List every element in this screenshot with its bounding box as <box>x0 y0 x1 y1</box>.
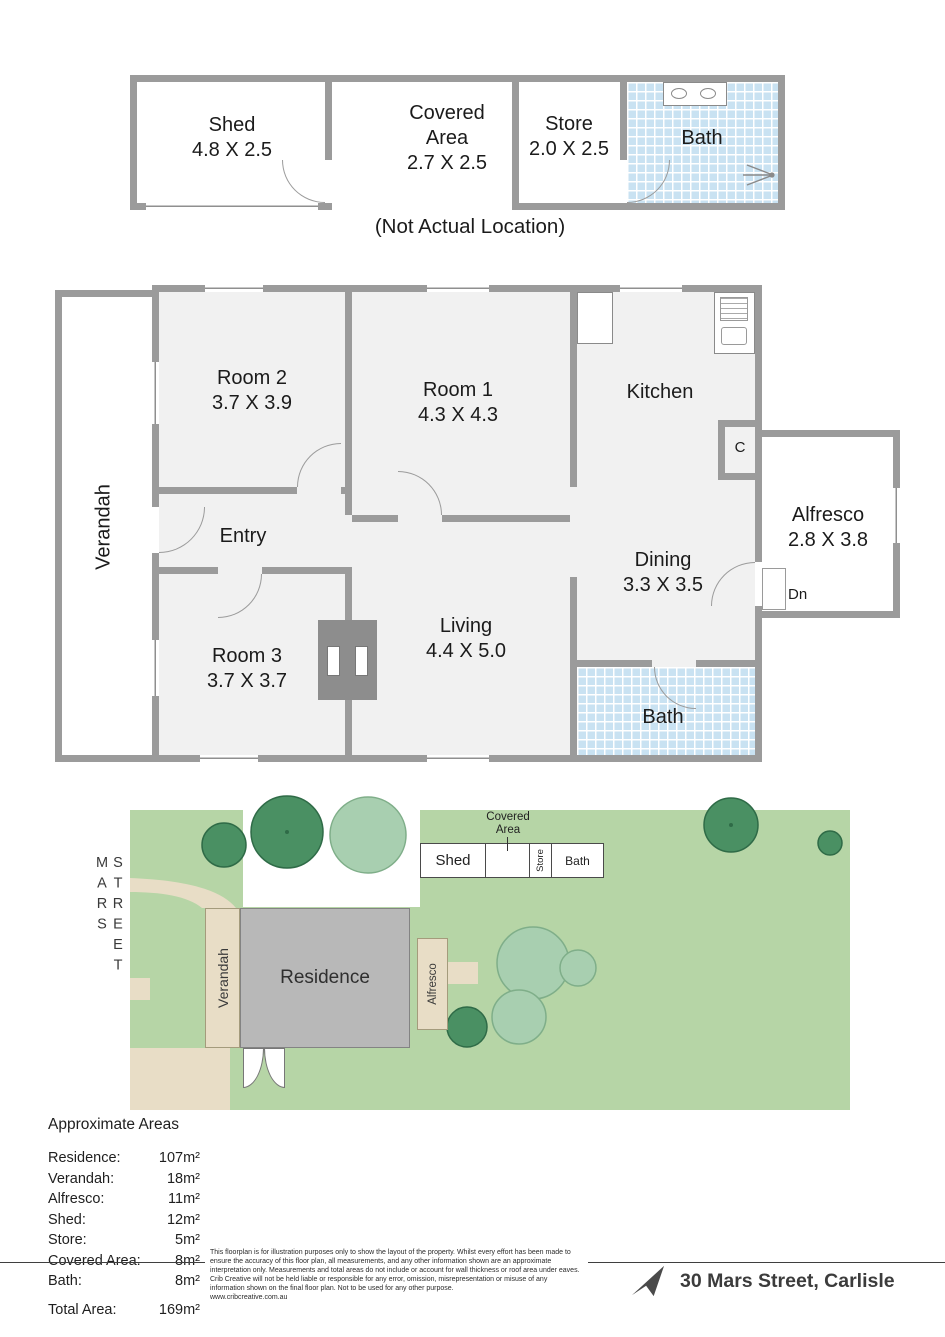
pantry-icon <box>577 292 613 344</box>
site-covered-area-label: Covered Area <box>486 811 530 836</box>
path-stub <box>130 978 150 1000</box>
wall-segment <box>159 567 218 574</box>
disclaimer-text: This floorplan is for illustration purpo… <box>210 1249 580 1292</box>
entry-label: Entry <box>219 525 267 547</box>
not-actual-location-caption: (Not Actual Location) <box>374 215 566 238</box>
tree-icon <box>329 796 407 874</box>
tree-icon <box>201 822 247 868</box>
door-opening <box>152 507 159 553</box>
vanity-icon <box>663 82 727 106</box>
step-down-icon <box>762 568 786 610</box>
area-row: Store:5m² <box>48 1232 200 1248</box>
wall-segment <box>442 515 570 522</box>
branding: 30 Mars Street, Carlisle <box>628 1264 895 1298</box>
down-label: Dn <box>788 586 808 603</box>
site-shed: Shed <box>420 843 486 878</box>
fireplace-slot <box>327 646 340 676</box>
site-store: Store <box>529 843 552 878</box>
sink-bowl-icon <box>721 327 747 345</box>
drainer-icon <box>720 297 748 321</box>
wall-segment <box>345 487 352 515</box>
window <box>152 362 159 424</box>
window <box>152 640 159 696</box>
alfresco-path <box>448 962 478 984</box>
window <box>200 755 258 762</box>
driveway-path <box>130 878 236 908</box>
site-alfresco: Alfresco <box>417 938 448 1030</box>
areas-title: Approximate Areas <box>48 1116 179 1133</box>
wall-segment <box>325 82 332 160</box>
total-area-row: Total Area:169m² <box>48 1301 200 1318</box>
covered-area-opening <box>332 203 512 210</box>
divider-line <box>588 1262 945 1263</box>
wall-segment <box>570 292 577 487</box>
tree-icon <box>496 926 570 1000</box>
dark-trees <box>201 795 843 1048</box>
site-verandah: Verandah <box>205 908 240 1048</box>
area-row: Shed:12m² <box>48 1211 200 1228</box>
basin-icon <box>671 88 687 99</box>
wall-segment <box>159 487 297 494</box>
wall-segment <box>718 473 755 480</box>
divider-line <box>0 1262 205 1263</box>
wall-segment <box>718 420 725 480</box>
verandah-label: Verandah <box>92 484 115 570</box>
wall-segment <box>345 292 352 487</box>
wall-segment <box>352 515 398 522</box>
fireplace-slot <box>355 646 368 676</box>
tree-icon <box>446 1006 488 1048</box>
area-row: Alfresco:11m² <box>48 1191 200 1207</box>
leader-line <box>507 837 508 851</box>
window <box>427 755 489 762</box>
light-trees <box>329 796 597 1045</box>
area-row: Residence:107m² <box>48 1150 200 1166</box>
wall-segment <box>512 82 519 203</box>
tree-icon <box>559 949 597 987</box>
window <box>620 285 682 292</box>
window <box>146 203 318 210</box>
window <box>427 285 489 292</box>
disclaimer: This floorplan is for illustration purpo… <box>210 1249 582 1303</box>
website-text: www.cribcreative.com.au <box>210 1293 288 1301</box>
area-row: Verandah:18m² <box>48 1170 200 1187</box>
basin-icon <box>700 88 716 99</box>
bath-label: Bath <box>681 127 723 149</box>
wall-segment <box>570 577 577 755</box>
bath-main-label: Bath <box>642 706 684 728</box>
front-path <box>130 1048 230 1110</box>
wall-segment <box>262 567 352 574</box>
tree-centers <box>285 823 733 834</box>
kitchen-sink-icon <box>714 292 755 354</box>
shower-icon <box>743 164 775 186</box>
wall-segment <box>577 660 652 667</box>
site-residence: Residence <box>240 908 410 1048</box>
wall-segment <box>696 660 755 667</box>
cupboard-label: C <box>734 439 746 456</box>
fireplace-icon <box>318 620 377 700</box>
tree-icon <box>817 830 843 856</box>
area-row: Covered Area:8m² <box>48 1252 200 1269</box>
window <box>205 285 263 292</box>
area-row: Bath:8m² <box>48 1273 200 1289</box>
site-bath: Bath <box>551 843 604 878</box>
tree-icon <box>491 989 547 1045</box>
kitchen-label: Kitchen <box>626 381 694 403</box>
compass-arrow-icon <box>631 1265 665 1297</box>
window <box>893 488 900 543</box>
street-label: MARS STREET <box>94 855 126 978</box>
door-opening <box>755 562 762 606</box>
wall-segment <box>620 82 627 160</box>
areas-panel: Approximate Areas Residence:107m² Verand… <box>48 1116 200 1322</box>
wall-segment <box>718 420 755 427</box>
property-address: 30 Mars Street, Carlisle <box>680 1269 895 1292</box>
